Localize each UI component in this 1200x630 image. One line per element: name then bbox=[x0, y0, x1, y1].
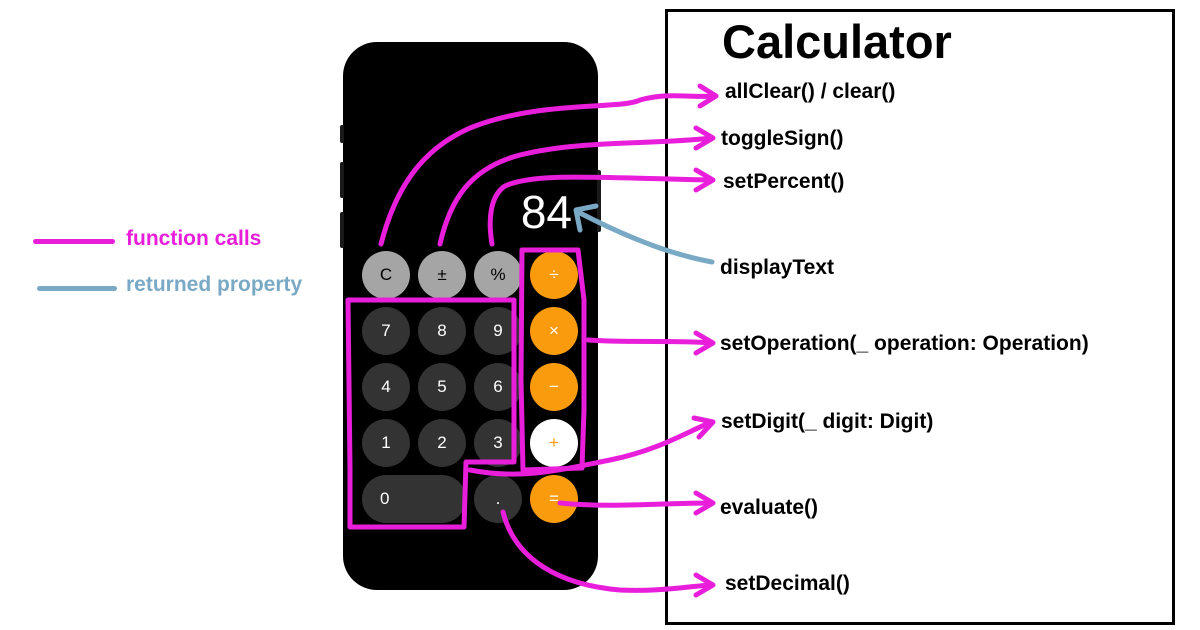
digit-8-button[interactable]: 8 bbox=[418, 307, 466, 355]
legend-function-calls-label: function calls bbox=[126, 227, 262, 250]
toggle-sign-button[interactable]: ± bbox=[418, 251, 466, 299]
divide-button[interactable]: ÷ bbox=[530, 251, 578, 299]
plus-button[interactable]: + bbox=[530, 419, 578, 467]
equals-button[interactable]: = bbox=[530, 475, 578, 523]
digit-7-button[interactable]: 7 bbox=[362, 307, 410, 355]
phone-volume-up-button bbox=[340, 162, 344, 198]
legend-returned-property-label: returned property bbox=[126, 273, 303, 296]
method-evaluate: evaluate() bbox=[720, 496, 819, 519]
digit-5-button[interactable]: 5 bbox=[418, 363, 466, 411]
method-all-clear: allClear() / clear() bbox=[725, 80, 896, 103]
multiply-button[interactable]: × bbox=[530, 307, 578, 355]
method-set-percent: setPercent() bbox=[723, 170, 845, 193]
legend-function-calls-swatch bbox=[33, 239, 115, 244]
percent-button[interactable]: % bbox=[474, 251, 522, 299]
minus-button[interactable]: − bbox=[530, 363, 578, 411]
method-set-decimal: setDecimal() bbox=[725, 572, 850, 595]
property-display-text: displayText bbox=[720, 256, 834, 279]
digit-4-button[interactable]: 4 bbox=[362, 363, 410, 411]
clear-button[interactable]: C bbox=[362, 251, 410, 299]
calculator-display: 84 bbox=[520, 186, 572, 238]
class-title: Calculator bbox=[722, 15, 952, 68]
decimal-button[interactable]: . bbox=[474, 475, 522, 523]
phone-volume-down-button bbox=[340, 212, 344, 248]
legend-returned-property-swatch bbox=[37, 286, 117, 291]
method-set-digit: setDigit(_ digit: Digit) bbox=[721, 410, 934, 433]
method-set-operation: setOperation(_ operation: Operation) bbox=[720, 332, 1089, 355]
digit-0-button[interactable]: 0 bbox=[362, 475, 466, 523]
phone-power-button bbox=[597, 170, 601, 232]
digit-6-button[interactable]: 6 bbox=[474, 363, 522, 411]
digit-3-button[interactable]: 3 bbox=[474, 419, 522, 467]
calculator-class-box bbox=[665, 9, 1175, 625]
phone-side-button bbox=[340, 125, 344, 143]
digit-9-button[interactable]: 9 bbox=[474, 307, 522, 355]
digit-2-button[interactable]: 2 bbox=[418, 419, 466, 467]
method-toggle-sign: toggleSign() bbox=[721, 127, 844, 150]
digit-1-button[interactable]: 1 bbox=[362, 419, 410, 467]
